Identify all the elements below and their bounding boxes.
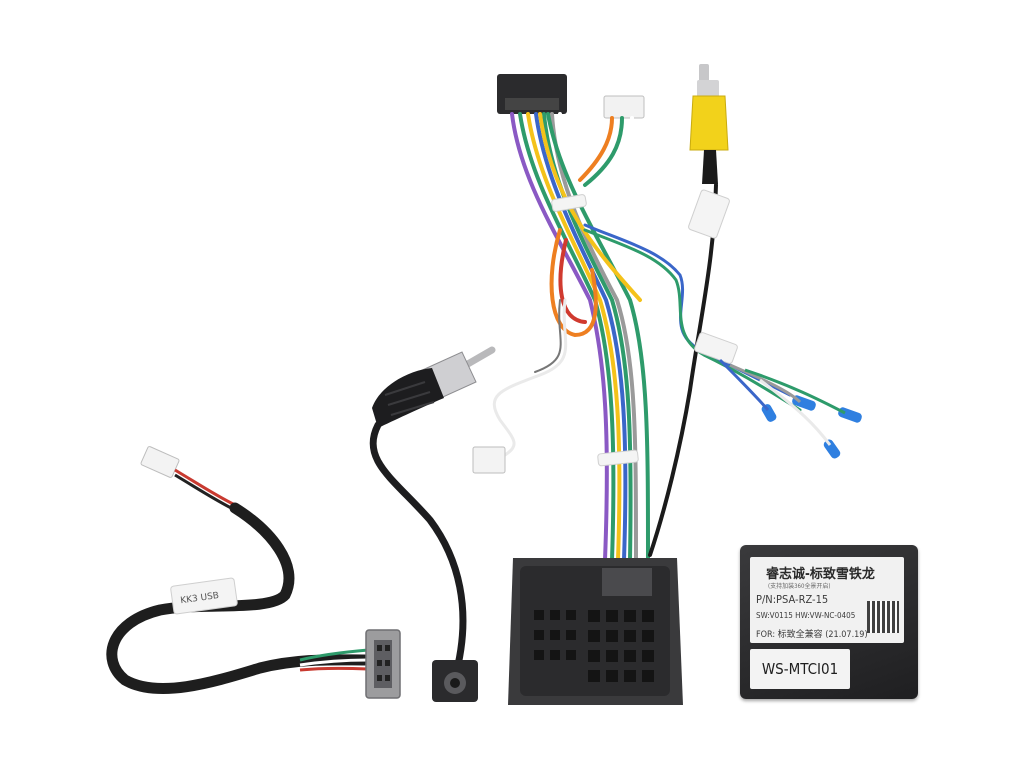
harness-zip-tie-upper xyxy=(551,194,587,212)
decoder-pn-line: P/N:PSA-RZ-15 xyxy=(756,593,829,606)
wire-tag-middle xyxy=(694,332,738,364)
rca-connector xyxy=(689,64,729,184)
harness-quadlock-connector xyxy=(508,558,683,705)
canbus-decoder-box: 睿志诚-标致雪铁龙 (支持加装360全景开启) P/N:PSA-RZ-15 SW… xyxy=(740,545,918,699)
decoder-brand-line: 睿志诚-标致雪铁龙 xyxy=(766,567,875,582)
decoder-sticker: 睿志诚-标致雪铁龙 (支持加装360全景开启) P/N:PSA-RZ-15 SW… xyxy=(750,557,904,643)
decoder-for-line: FOR: 标致全兼容 (21.07.19) xyxy=(756,630,868,640)
usb-sleeve-label xyxy=(170,577,238,615)
antenna-cable xyxy=(369,421,467,669)
harness-top-white-connector xyxy=(603,95,645,119)
main-harness xyxy=(472,64,862,705)
decoder-model-tag: WS-MTCI01 xyxy=(750,649,850,689)
usb-cable: KK3 USB xyxy=(106,446,401,699)
blue-spade-terminals xyxy=(761,395,862,459)
usb-white-plug xyxy=(140,446,180,478)
decoder-qr-code xyxy=(867,601,899,633)
harness-small-white-plug xyxy=(472,446,506,474)
harness-zip-tie-lower xyxy=(597,449,639,467)
antenna-adapter xyxy=(369,346,496,702)
wire-tag-upper xyxy=(688,189,730,239)
decoder-sw-line: SW:V0115 HW:VW-NC-0405 xyxy=(756,611,856,620)
usb-leads xyxy=(174,468,236,507)
decoder-sub-line: (支持加装360全景开启) xyxy=(768,583,831,590)
usb-main-cable xyxy=(106,502,371,694)
